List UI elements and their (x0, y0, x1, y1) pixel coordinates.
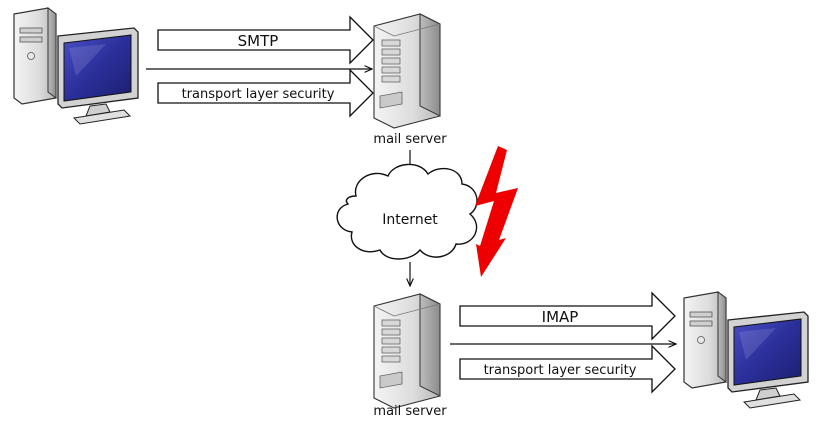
top-mail-server-label: mail server (373, 132, 447, 147)
top-smtp-arrow: SMTP (157, 15, 374, 65)
top-tls-label: transport layer security (182, 87, 335, 102)
bottom-tls-label: transport layer security (484, 363, 637, 378)
sender-computer-icon (13, 7, 139, 125)
top-smtp-label: SMTP (238, 32, 279, 50)
internet-label: Internet (382, 212, 438, 228)
recipient-computer-icon (683, 291, 809, 409)
lightning-bolt-icon (475, 146, 518, 277)
top-mail-server-icon (373, 13, 441, 129)
bottom-imap-arrow: IMAP (459, 291, 676, 341)
bottom-imap-label: IMAP (542, 308, 579, 326)
top-tls-arrow: transport layer security (157, 68, 374, 118)
bottom-mail-server-label: mail server (373, 404, 447, 419)
internet-cloud-icon: Internet (336, 163, 478, 260)
bottom-mail-server-icon (373, 293, 441, 409)
bottom-tls-arrow: transport layer security (459, 344, 676, 394)
